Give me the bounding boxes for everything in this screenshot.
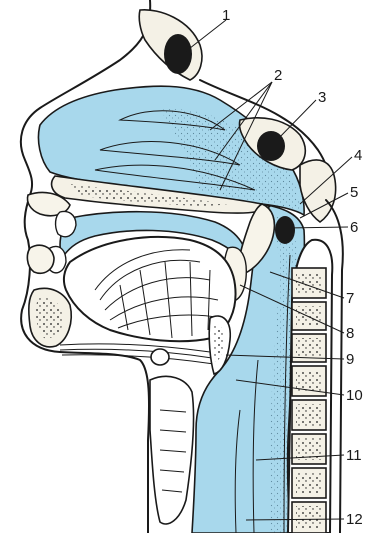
upper-incisor (56, 212, 76, 237)
label-12: 12 (346, 511, 363, 528)
label-8: 8 (346, 325, 354, 342)
label-10: 10 (346, 387, 363, 404)
adenoid (275, 216, 295, 244)
occipital-bone (300, 160, 336, 222)
frontal-sinus (164, 34, 192, 74)
thyroid-cartilage (150, 376, 194, 524)
label-2: 2 (274, 67, 282, 84)
label-5: 5 (350, 184, 358, 201)
hyoid-bone (151, 349, 169, 365)
lower-lip (27, 245, 54, 273)
label-1: 1 (222, 7, 230, 24)
label-11: 11 (346, 447, 362, 464)
label-9: 9 (346, 351, 354, 368)
label-7: 7 (346, 290, 354, 307)
label-6: 6 (350, 219, 358, 236)
label-3: 3 (318, 89, 326, 106)
label-4: 4 (354, 147, 362, 164)
